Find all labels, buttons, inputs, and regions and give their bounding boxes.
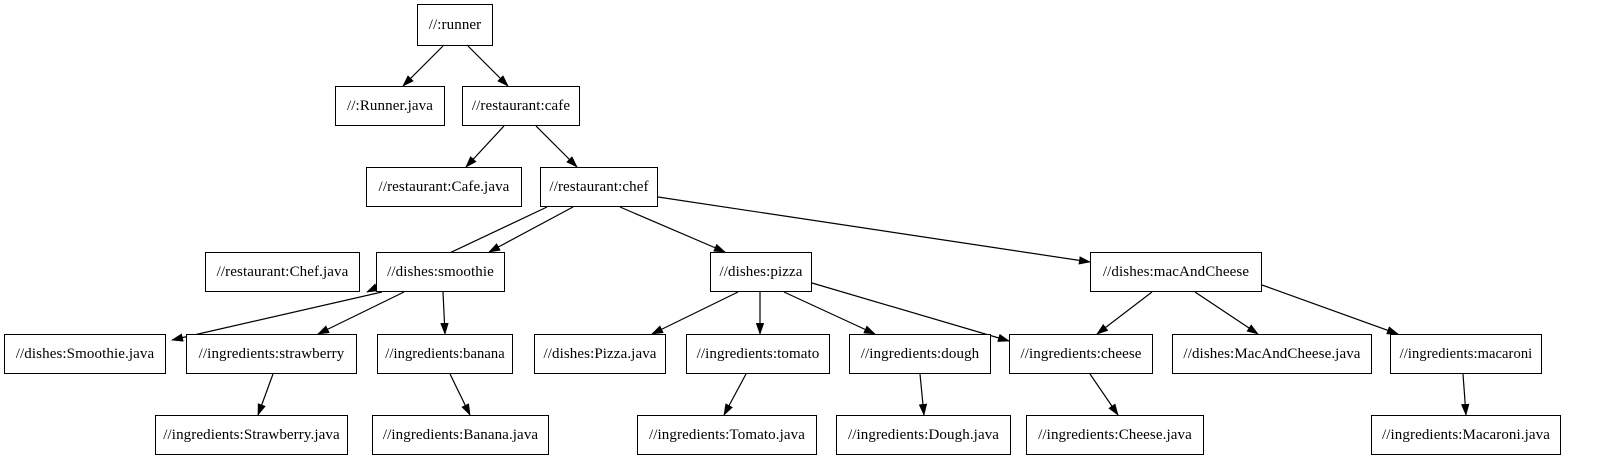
graph-node-runner_java[interactable]: //:Runner.java [335,86,445,126]
graph-node-label: //ingredients:banana [385,345,505,362]
graph-node-label: //ingredients:Banana.java [382,426,539,443]
graph-node-dishes_smoothie[interactable]: //dishes:smoothie [376,252,505,292]
graph-node-banana_java[interactable]: //ingredients:Banana.java [372,415,549,455]
graph-edge-dishes_smoothie-to-ing_strawberry [317,291,405,335]
graph-node-tomato_java[interactable]: //ingredients:Tomato.java [637,415,817,455]
graph-edge-ing_dough-to-dough_java [918,373,928,416]
graph-node-label: //dishes:macAndCheese [1102,263,1250,280]
graph-edge-ing_strawberry-to-strawberry_java [257,373,274,416]
graph-edge-restaurant_cafe-to-cafe_java [465,125,505,168]
graph-node-label: //ingredients:Tomato.java [649,426,805,443]
graph-node-label: //restaurant:Chef.java [216,263,349,280]
graph-node-label: //ingredients:strawberry [198,345,345,362]
graph-edge-ing_cheese-to-cheese_java [1089,373,1119,416]
graph-edge-dishes_macandcheese-to-ing_macaroni [1261,284,1399,335]
graph-node-ing_dough[interactable]: //ingredients:dough [849,334,991,374]
graph-node-restaurant_chef[interactable]: //restaurant:chef [540,167,658,207]
graph-node-label: //restaurant:Cafe.java [378,178,510,195]
graph-edge-runner-to-runner_java [402,45,444,87]
graph-node-label: //dishes:smoothie [387,263,494,280]
graph-node-ing_macaroni[interactable]: //ingredients:macaroni [1390,334,1542,374]
graph-edge-restaurant_chef-to-dishes_pizza [619,206,726,253]
graph-node-label: //ingredients:tomato [696,345,820,362]
graph-node-cheese_java[interactable]: //ingredients:Cheese.java [1026,415,1204,455]
graph-edge-dishes_pizza-to-ing_dough [783,291,876,335]
graph-node-label: //ingredients:Dough.java [847,426,1000,443]
graph-node-label: //ingredients:cheese [1020,345,1142,362]
graph-node-chef_java[interactable]: //restaurant:Chef.java [205,252,360,292]
graph-node-dough_java[interactable]: //ingredients:Dough.java [836,415,1011,455]
graph-node-label: //ingredients:dough [860,345,980,362]
graph-edge-restaurant_cafe-to-restaurant_chef [535,125,578,168]
graph-edge-runner-to-restaurant_cafe [467,45,509,87]
graph-edge-restaurant_chef-to-dishes_smoothie [488,206,574,253]
graph-node-label: //ingredients:Macaroni.java [1381,426,1551,443]
graph-node-ing_banana[interactable]: //ingredients:banana [377,334,513,374]
graph-node-restaurant_cafe[interactable]: //restaurant:cafe [462,86,580,126]
graph-edge-dishes_macandcheese-to-ing_cheese [1096,291,1153,335]
graph-edge-dishes_pizza-to-pizza_java [651,291,739,335]
graph-node-label: //:runner [428,16,482,33]
graph-node-label: //dishes:pizza [719,263,803,280]
graph-node-ing_strawberry[interactable]: //ingredients:strawberry [186,334,357,374]
graph-node-runner[interactable]: //:runner [417,4,493,46]
graph-node-macandcheese_java[interactable]: //dishes:MacAndCheese.java [1172,334,1372,374]
graph-node-macaroni_java[interactable]: //ingredients:Macaroni.java [1371,415,1561,455]
graph-node-dishes_macandcheese[interactable]: //dishes:macAndCheese [1090,252,1262,292]
graph-node-label: //ingredients:Strawberry.java [163,426,340,443]
graph-node-smoothie_java[interactable]: //dishes:Smoothie.java [4,334,166,374]
graph-edge-dishes_macandcheese-to-macandcheese_java [1194,291,1259,335]
graph-node-label: //dishes:Smoothie.java [15,345,155,362]
graph-edge-dishes_smoothie-to-ing_banana [440,291,449,335]
graph-node-dishes_pizza[interactable]: //dishes:pizza [710,252,812,292]
graph-node-label: //:Runner.java [347,97,433,114]
graph-node-label: //dishes:Pizza.java [543,345,657,362]
graph-node-label: //dishes:MacAndCheese.java [1183,345,1361,362]
graph-node-label: //ingredients:Cheese.java [1038,426,1192,443]
graph-edge-dishes_pizza-to-ing_cheese [811,282,1010,342]
graph-node-label: //restaurant:cafe [471,97,571,114]
graph-edge-ing_banana-to-banana_java [449,373,471,416]
graph-node-strawberry_java[interactable]: //ingredients:Strawberry.java [155,415,348,455]
graph-node-ing_cheese[interactable]: //ingredients:cheese [1009,334,1153,374]
graph-node-ing_tomato[interactable]: //ingredients:tomato [686,334,830,374]
graph-node-label: //restaurant:chef [549,178,649,195]
graph-edge-ing_macaroni-to-macaroni_java [1461,373,1470,416]
graph-edge-ing_tomato-to-tomato_java [723,373,747,416]
graph-node-label: //ingredients:macaroni [1399,345,1533,362]
graph-edge-dishes_smoothie-to-smoothie_java [171,291,383,342]
graph-node-pizza_java[interactable]: //dishes:Pizza.java [534,334,666,374]
graph-node-cafe_java[interactable]: //restaurant:Cafe.java [366,167,522,207]
